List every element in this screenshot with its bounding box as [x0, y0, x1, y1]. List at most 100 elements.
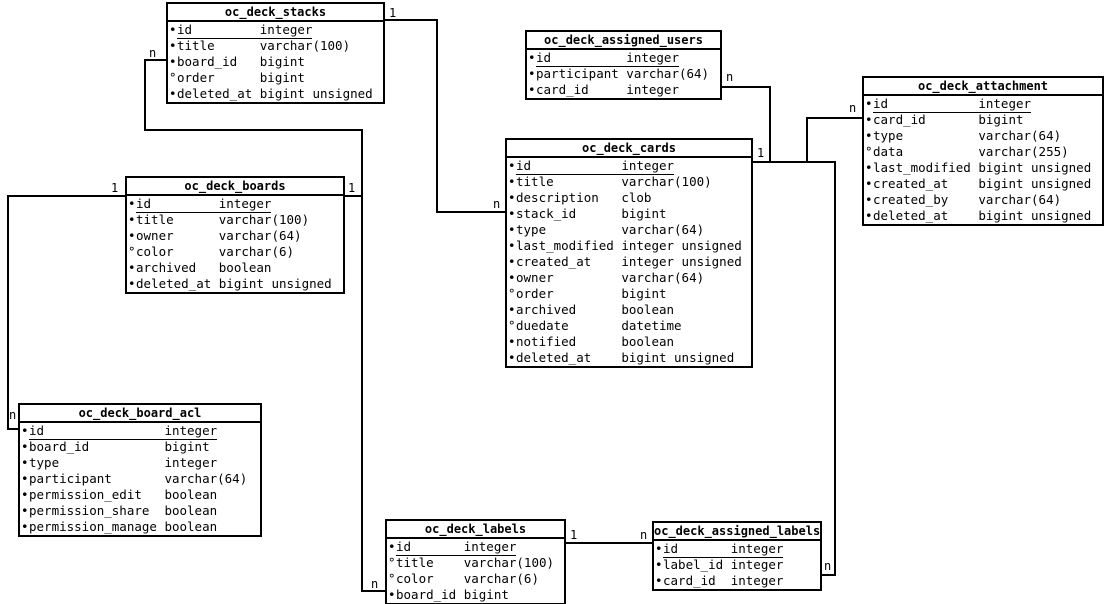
field-name: id [663, 540, 679, 556]
relation-line-boards-to-labels [345, 195, 385, 592]
field-name: deleted_at [136, 276, 212, 291]
field-type: integer [730, 557, 784, 572]
notnull-bullet-icon: • [528, 66, 536, 81]
notnull-bullet-icon: • [508, 334, 516, 349]
field-name: board_id [29, 439, 90, 454]
field-type: bigint [978, 112, 1024, 127]
field-name: owner [136, 228, 174, 243]
field-type: varchar(100) [621, 174, 712, 189]
notnull-bullet-icon: • [21, 487, 29, 502]
field-type: bigint unsigned [978, 176, 1092, 191]
notnull-bullet-icon: • [655, 557, 663, 572]
field-type: integer [218, 195, 272, 211]
field-name: duedate [516, 318, 569, 333]
field-name: notified [516, 334, 577, 349]
field-type: integer [626, 82, 679, 97]
field-type: clob [621, 190, 652, 205]
notnull-bullet-icon: • [169, 54, 177, 69]
field-type: varchar(64) [621, 270, 705, 285]
notnull-bullet-icon: • [508, 206, 516, 221]
field-type: varchar(64) [978, 128, 1062, 143]
field: title varchar(100) [516, 174, 712, 190]
cardinality-label-cards-to-assigned-users: 1 [757, 146, 765, 160]
field-type: boolean [218, 260, 272, 275]
field-type: integer [259, 21, 313, 37]
entity-title: oc_deck_assigned_users [527, 32, 720, 50]
notnull-bullet-icon: • [169, 22, 177, 37]
field-type: integer [730, 573, 784, 588]
entity-title: oc_deck_cards [507, 140, 751, 158]
field: notified boolean [516, 334, 674, 350]
field-name: id [136, 195, 152, 211]
field-name: id [177, 21, 193, 37]
field-name: label_id [663, 557, 724, 572]
notnull-bullet-icon: • [128, 228, 136, 243]
notnull-bullet-icon: • [169, 86, 177, 101]
cardinality-label-stacks-to-cards: n [493, 197, 501, 211]
field-type: integer unsigned [621, 238, 742, 253]
relation-line-cards-to-assigned-labels [753, 161, 836, 576]
field-type: bigint [259, 54, 305, 69]
field-name: title [136, 212, 174, 227]
cardinality-label-boards-to-stacks: 1 [348, 181, 356, 195]
notnull-bullet-icon: • [508, 238, 516, 253]
field-type: boolean [621, 334, 675, 349]
field-row-id: •id integer [168, 21, 383, 39]
notnull-bullet-icon: • [508, 254, 516, 269]
notnull-bullet-icon: • [508, 190, 516, 205]
notnull-bullet-icon: • [865, 192, 873, 207]
notnull-bullet-icon: • [21, 455, 29, 470]
field-type: boolean [164, 503, 218, 518]
field-name: title [516, 174, 554, 189]
field-type: bigint unsigned [259, 86, 373, 101]
notnull-bullet-icon: • [865, 176, 873, 191]
notnull-bullet-icon: • [865, 96, 873, 111]
field-name: last_modified [516, 238, 614, 253]
notnull-bullet-icon: • [528, 82, 536, 97]
field-type: integer [164, 455, 218, 470]
nullable-bullet-icon: ° [169, 70, 177, 85]
field-type: integer [463, 538, 517, 554]
notnull-bullet-icon: • [21, 519, 29, 534]
field: last_modified integer unsigned [516, 238, 742, 254]
cardinality-label-stacks-to-cards: 1 [389, 6, 397, 20]
field-name: permission_manage [29, 519, 157, 534]
field-type: integer [621, 157, 675, 173]
primary-key-field: id integer [136, 195, 272, 213]
field-name: created_by [873, 192, 949, 207]
field-type: bigint [621, 286, 667, 301]
field-name: permission_share [29, 503, 150, 518]
field-type: bigint [259, 70, 305, 85]
field-name: deleted_at [516, 350, 592, 365]
field-name: created_at [516, 254, 592, 269]
